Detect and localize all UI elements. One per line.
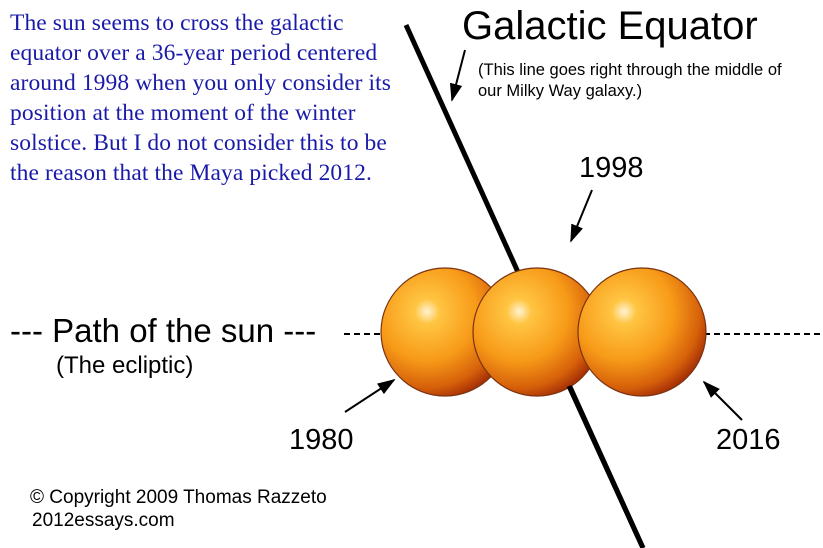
arrow-2016: [702, 380, 743, 421]
copyright-block: © Copyright 2009 Thomas Razzeto 2012essa…: [30, 486, 327, 532]
website-line: 2012essays.com: [32, 510, 175, 531]
arrow-1980: [344, 379, 396, 413]
galactic-equator-line-front: [566, 384, 646, 548]
sun-2016: [577, 267, 707, 397]
ecliptic-subtitle: (The ecliptic): [56, 352, 194, 379]
year-label-1980: 1980: [289, 424, 354, 456]
galactic-equator-note: (This line goes right through the middle…: [478, 61, 782, 100]
arrow-1998: [570, 189, 593, 243]
ecliptic-title: --- Path of the sun ---: [10, 312, 317, 349]
galactic-equator-title: Galactic Equator: [462, 4, 758, 48]
year-label-1998: 1998: [579, 152, 644, 184]
year-label-2016: 2016: [716, 424, 781, 456]
copyright-line: © Copyright 2009 Thomas Razzeto: [30, 487, 327, 508]
arrow-galactic-equator: [449, 49, 466, 102]
description-text: The sun seems to cross the galactic equa…: [10, 10, 392, 186]
